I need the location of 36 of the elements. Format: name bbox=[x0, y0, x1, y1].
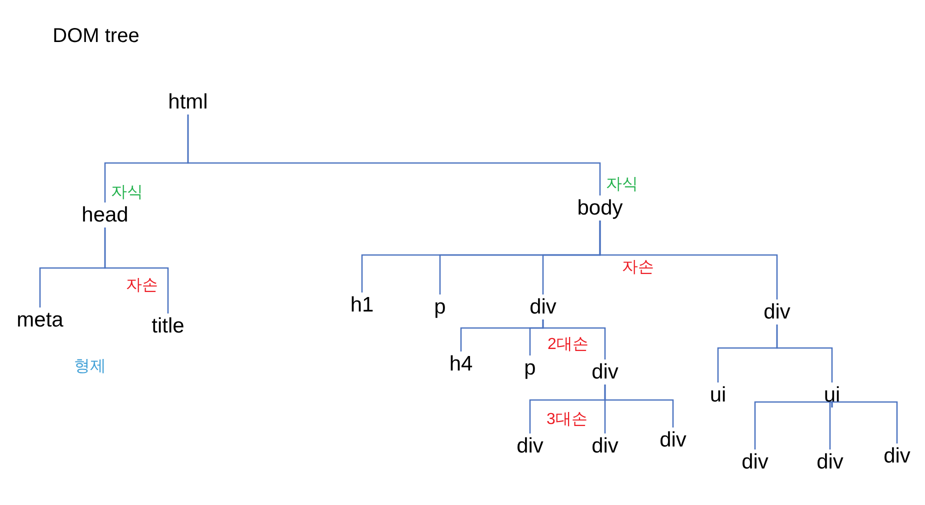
node-label: div bbox=[884, 444, 910, 468]
node-label: head bbox=[82, 203, 128, 227]
annotation: 자손 bbox=[622, 259, 654, 277]
annotation: 3대손 bbox=[546, 411, 588, 429]
node-label: div bbox=[530, 295, 556, 319]
tree-line bbox=[776, 324, 833, 382]
node-label: div bbox=[592, 360, 618, 384]
node-label: ui bbox=[824, 383, 840, 407]
node-label: h4 bbox=[449, 352, 473, 376]
annotation: 자손 bbox=[126, 277, 158, 295]
annotation: 형제 bbox=[74, 358, 106, 376]
node-label: p bbox=[434, 295, 446, 319]
node-label: title bbox=[152, 314, 184, 338]
node-label: div bbox=[816, 450, 844, 474]
tree-line bbox=[542, 320, 606, 360]
node-label: div bbox=[592, 434, 618, 458]
node-label: html bbox=[168, 90, 208, 114]
node-label: body bbox=[577, 196, 623, 220]
annotation: 2대손 bbox=[548, 336, 588, 354]
node-label: h1 bbox=[350, 293, 374, 317]
title: DOM tree bbox=[52, 25, 140, 47]
node-label: ui bbox=[710, 383, 726, 407]
node-label: meta bbox=[16, 308, 64, 332]
tree-line bbox=[831, 401, 898, 444]
node-label: div bbox=[764, 300, 790, 324]
tree-line bbox=[604, 384, 674, 428]
node-label: div bbox=[516, 434, 544, 458]
tree-line bbox=[104, 228, 169, 314]
annotation: 자식 bbox=[606, 176, 638, 194]
tree-line bbox=[829, 401, 833, 450]
node-label: p bbox=[524, 356, 536, 380]
tree-line bbox=[187, 114, 601, 196]
node-label: div bbox=[742, 450, 768, 474]
node-label: div bbox=[660, 428, 686, 452]
tree-line bbox=[599, 220, 778, 300]
annotation: 자식 bbox=[111, 184, 143, 202]
